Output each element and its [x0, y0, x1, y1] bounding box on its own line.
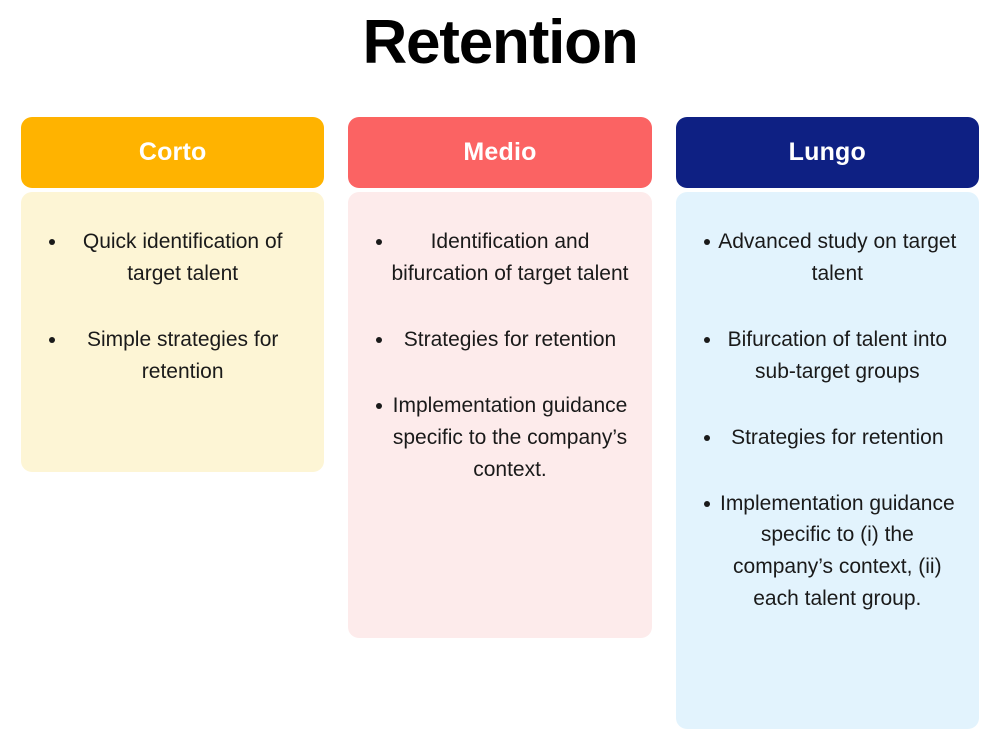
bullet-dot-icon	[703, 500, 710, 507]
list-item-text: Strategies for retention	[403, 327, 617, 351]
bullet-dot-icon	[376, 239, 383, 246]
bullet-dot-icon	[703, 434, 710, 441]
comparison-columns: Corto Quick identification of target tal…	[21, 117, 979, 729]
card-header-label-medio: Medio	[463, 138, 537, 166]
list-item-text: Simple strategies for retention	[86, 327, 279, 383]
list-item: Implementation guidance specific to (i) …	[690, 488, 965, 616]
bullet-list-corto: Quick identification of target talent Si…	[35, 226, 310, 388]
page-title: Retention	[362, 8, 638, 77]
card-medio: Medio Identification and bifurcation of …	[348, 117, 652, 638]
bullet-list-lungo: Advanced study on target talent Bifurcat…	[690, 226, 965, 615]
list-item-text: Quick identification of target talent	[82, 230, 283, 285]
list-item-text: Bifurcation of talent into sub-target gr…	[727, 327, 948, 383]
list-item: Identification and bifurcation of target…	[362, 226, 637, 290]
list-item: Bifurcation of talent into sub-target gr…	[690, 324, 965, 388]
bullet-dot-icon	[376, 336, 383, 343]
list-item: Simple strategies for retention	[35, 324, 310, 388]
list-item-text: Advanced study on target talent	[718, 230, 957, 285]
card-header-label-lungo: Lungo	[788, 138, 866, 166]
card-header-lungo: Lungo	[675, 117, 979, 188]
bullet-dot-icon	[376, 402, 383, 409]
card-corto: Corto Quick identification of target tal…	[21, 117, 325, 472]
list-item: Strategies for retention	[362, 324, 637, 356]
list-item-text: Implementation guidance specific to the …	[392, 393, 628, 481]
card-header-corto: Corto	[21, 117, 325, 188]
list-item-text: Strategies for retention	[731, 425, 944, 449]
card-header-medio: Medio	[348, 117, 652, 188]
list-item-text: Implementation guidance specific to (i) …	[719, 491, 955, 611]
list-item: Quick identification of target talent	[35, 226, 310, 290]
bullet-dot-icon	[703, 239, 710, 246]
bullet-dot-icon	[703, 336, 710, 343]
list-item: Implementation guidance specific to the …	[362, 390, 637, 486]
list-item: Advanced study on target talent	[690, 226, 965, 290]
card-header-label-corto: Corto	[138, 138, 207, 166]
list-item: Strategies for retention	[690, 422, 965, 454]
card-lungo: Lungo Advanced study on target talent Bi…	[675, 117, 979, 729]
card-body-lungo: Advanced study on target talent Bifurcat…	[675, 192, 979, 729]
card-body-medio: Identification and bifurcation of target…	[348, 192, 652, 638]
list-item-text: Identification and bifurcation of target…	[391, 230, 629, 285]
bullet-dot-icon	[49, 239, 55, 246]
bullet-list-medio: Identification and bifurcation of target…	[362, 226, 637, 485]
card-body-corto: Quick identification of target talent Si…	[21, 192, 325, 472]
bullet-dot-icon	[49, 336, 55, 343]
